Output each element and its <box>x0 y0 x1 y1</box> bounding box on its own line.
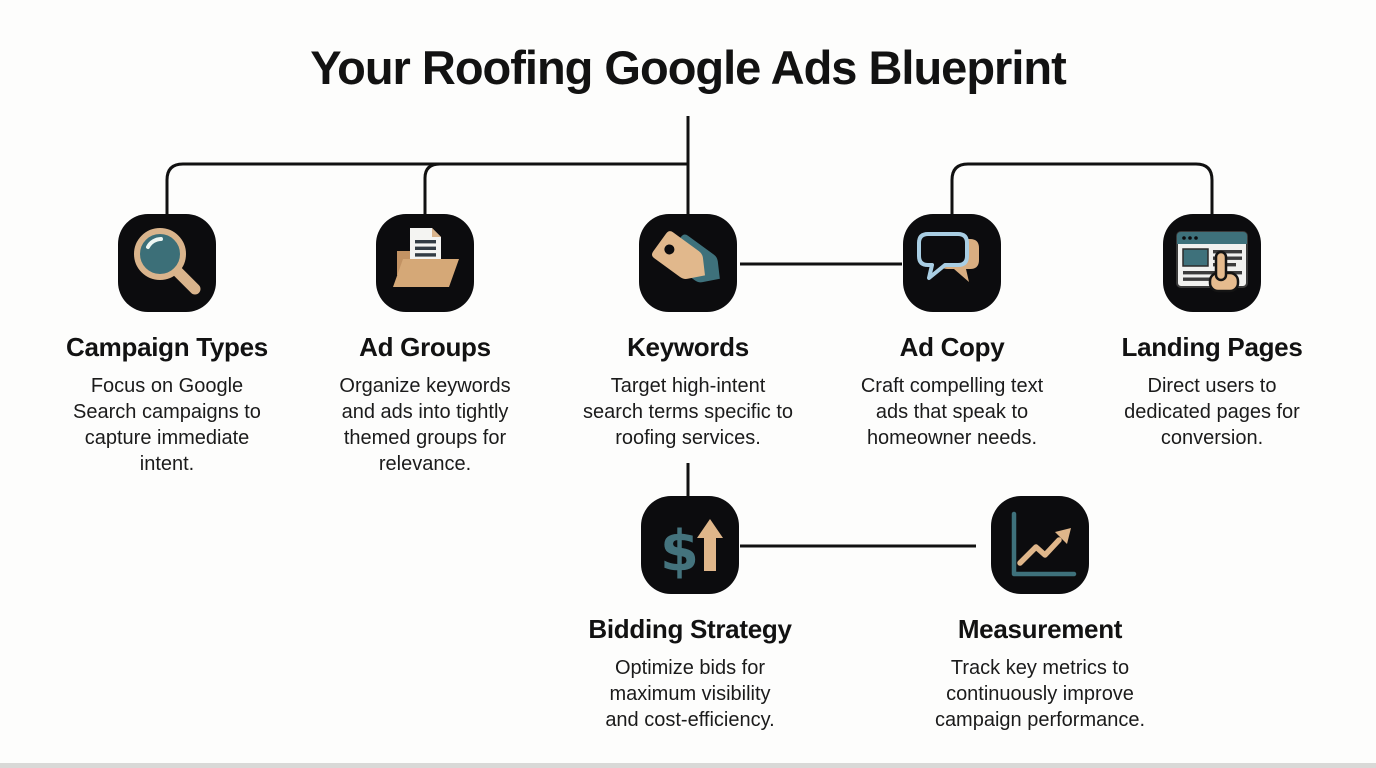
price-tags-icon <box>639 214 737 312</box>
growth-chart-icon <box>991 496 1089 594</box>
webpage-click-icon <box>1163 214 1261 312</box>
connector-left-bus <box>165 162 688 216</box>
dollar-up-arrow-icon: $ <box>641 496 739 594</box>
connector-adgroups-drop <box>423 162 441 216</box>
node-label: Keywords <box>627 332 749 362</box>
svg-text:$: $ <box>660 519 699 584</box>
bottom-edge-strip <box>0 763 1376 768</box>
node-label: Ad Groups <box>359 332 491 362</box>
node-landing-pages: Landing Pages Direct users to dedicated … <box>1082 214 1342 451</box>
node-label: Campaign Types <box>66 332 268 362</box>
node-label: Measurement <box>957 614 1123 644</box>
node-campaign-types: Campaign Types Focus on Google Search ca… <box>37 214 297 477</box>
node-description: Focus on Google Search campaigns to capt… <box>73 375 261 475</box>
folder-document-icon <box>376 214 474 312</box>
connector-right-bracket <box>950 162 1214 216</box>
speech-bubbles-icon <box>903 214 1001 312</box>
node-description: Optimize bids for maximum visibility and… <box>605 657 775 731</box>
page-title: Your Roofing Google Ads Blueprint <box>310 41 1067 94</box>
node-label: Landing Pages <box>1121 332 1303 362</box>
node-label: Ad Copy <box>899 332 1005 362</box>
node-label: Bidding Strategy <box>588 614 792 644</box>
node-description: Track key metrics to continuously improv… <box>934 657 1146 731</box>
node-description: Craft compelling text ads that speak to … <box>860 375 1044 449</box>
node-description: Organize keywords and ads into tightly t… <box>339 375 511 475</box>
node-bidding-strategy: $ Bidding Strategy Optimize bids for max… <box>560 496 820 733</box>
search-magnifier-icon <box>118 214 216 312</box>
node-ad-copy: Ad Copy Craft compelling text ads that s… <box>822 214 1082 451</box>
node-description: Direct users to dedicated pages for conv… <box>1124 375 1300 449</box>
node-ad-groups: Ad Groups Organize keywords and ads into… <box>295 214 555 477</box>
node-measurement: Measurement Track key metrics to continu… <box>905 496 1175 733</box>
node-description: Target high-intent search terms specific… <box>582 375 794 449</box>
node-keywords: Keywords Target high-intent search terms… <box>558 214 818 451</box>
